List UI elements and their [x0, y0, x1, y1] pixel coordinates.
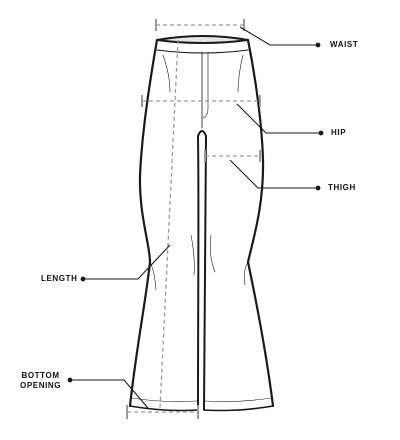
bottom-opening-label-line2: OPENING [20, 381, 62, 390]
fly-stitch [202, 51, 209, 119]
length-leader-dot [80, 276, 86, 282]
bottom-opening-label-line1: BOTTOM [21, 371, 60, 380]
length-guide [159, 39, 179, 409]
measurement-guides [126, 19, 261, 419]
length-label: LENGTH [41, 274, 78, 283]
right-leg-hem-stitch [204, 397, 272, 402]
pocket-left [162, 54, 171, 93]
waist-leader [239, 26, 316, 46]
crease-left-1 [149, 261, 157, 291]
pants-illustration [128, 35, 275, 412]
waistband-bottom [156, 49, 249, 54]
bottom-opening-label: BOTTOM OPENING [20, 371, 61, 391]
hip-label: HIP [331, 128, 347, 137]
thigh-leader-dot [315, 185, 321, 191]
waist-leader-dot [315, 42, 321, 48]
bottom-opening-leader [72, 379, 149, 409]
pants-outer-right [246, 38, 275, 408]
waist-label: WAIST [330, 40, 359, 49]
crease-right-2 [209, 234, 216, 273]
bottom-opening-leader-dot [67, 377, 73, 383]
pocket-right [237, 54, 244, 93]
hip-leader-dot [318, 130, 324, 136]
left-leg-hem [129, 405, 199, 412]
length-leader [85, 244, 171, 280]
left-leg-hem-stitch [131, 397, 198, 402]
right-leg-hem [203, 405, 274, 412]
right-leg-inseam [197, 130, 207, 411]
thigh-leader [229, 159, 316, 189]
crease-left-2 [190, 234, 195, 276]
thigh-label: THIGH [328, 183, 356, 192]
pants-outer-left [128, 38, 159, 408]
waistband-top [156, 35, 249, 44]
leader-lines [67, 26, 324, 409]
crease-right-1 [244, 261, 249, 286]
hip-leader [236, 103, 319, 134]
